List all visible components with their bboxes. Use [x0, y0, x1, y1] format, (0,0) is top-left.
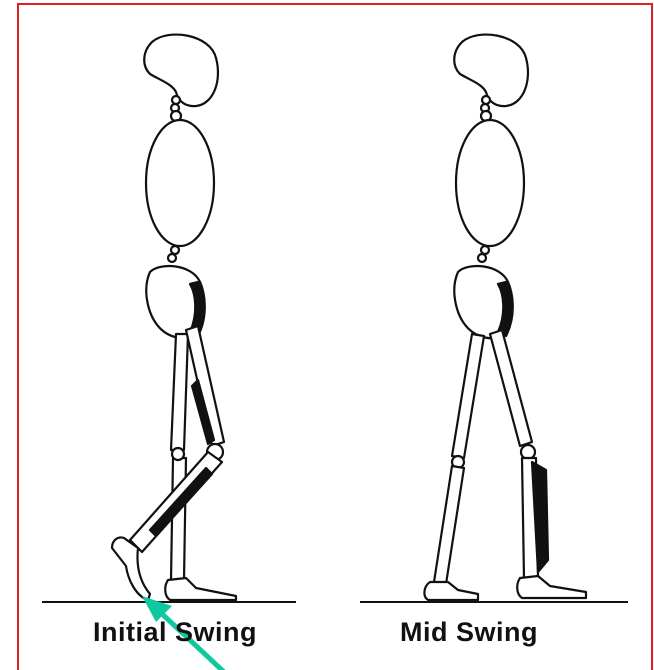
- initial-swing-torso: [146, 120, 214, 246]
- mid-swing-back-shin: [434, 466, 464, 584]
- initial-swing-neck: [171, 96, 181, 121]
- initial-swing-head: [144, 35, 218, 107]
- mid-swing-head: [454, 35, 528, 107]
- mid-swing-back-thigh: [452, 334, 484, 458]
- mid-swing-label: Mid Swing: [400, 617, 538, 648]
- figure-frame: [18, 4, 652, 670]
- initial-swing-spine: [168, 246, 179, 262]
- mid-swing-front-thigh: [490, 330, 532, 446]
- initial-swing-stance-knee: [172, 448, 184, 460]
- mid-swing-front-foot: [517, 576, 586, 598]
- initial-swing-stance-shin: [171, 458, 186, 580]
- mid-swing-neck: [481, 96, 491, 121]
- initial-swing-stance-foot: [165, 578, 236, 600]
- mid-swing-back-foot: [424, 582, 478, 600]
- initial-swing-stance-thigh: [171, 334, 188, 450]
- mid-swing-spine: [478, 246, 489, 262]
- initial-swing-figure: [112, 35, 236, 600]
- initial-swing-label: Initial Swing: [93, 617, 257, 648]
- mid-swing-torso: [456, 120, 524, 246]
- mid-swing-figure: [424, 35, 586, 600]
